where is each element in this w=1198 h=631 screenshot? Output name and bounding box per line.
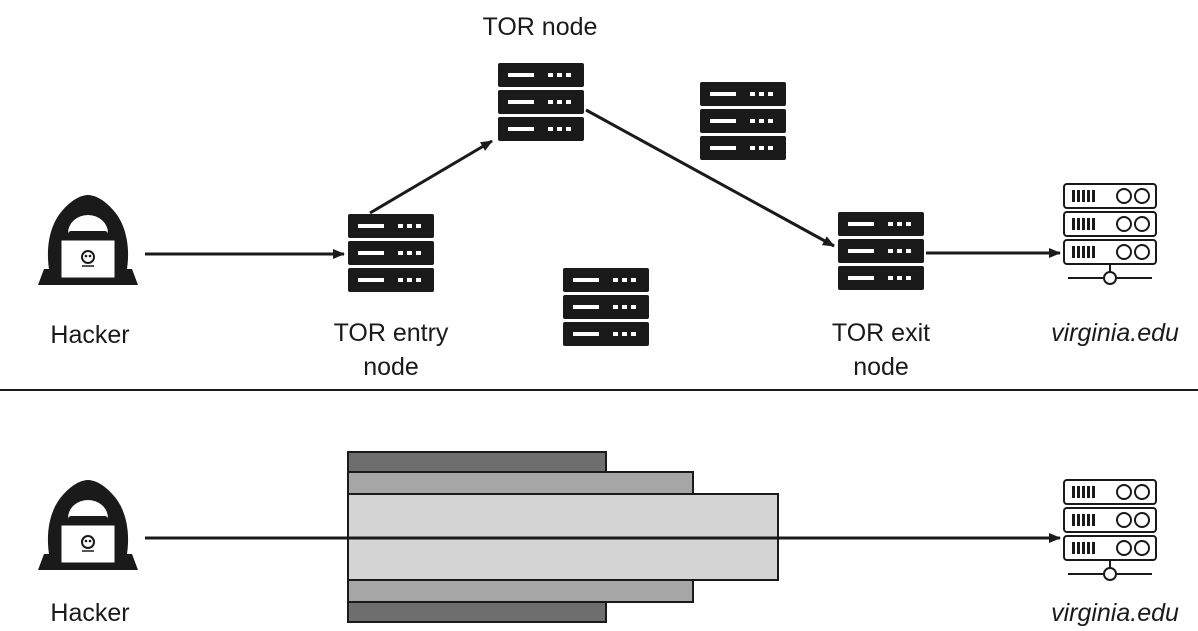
arrow-icon <box>369 139 493 215</box>
tor-idle-node-icon <box>700 82 786 160</box>
hacker-label: Hacker <box>50 599 130 627</box>
tor-entry-node-label-line1: TOR entry <box>333 319 449 347</box>
tor-node-label: TOR node <box>482 13 598 41</box>
arrow-icon <box>585 108 835 248</box>
hacker-label: Hacker <box>50 321 130 349</box>
tor-entry-node-icon <box>348 214 434 292</box>
destination-label: virginia.edu <box>1051 599 1179 627</box>
tor-middle-node-icon <box>498 63 584 141</box>
destination-label: virginia.edu <box>1051 319 1179 347</box>
hacker-icon <box>36 193 140 287</box>
tor-idle-node-icon <box>563 268 649 346</box>
web-server-icon <box>1063 183 1157 285</box>
web-server-icon <box>1063 479 1157 581</box>
hacker-icon <box>36 478 140 572</box>
tor-route-arrows <box>145 108 1061 259</box>
tor-exit-node-icon <box>838 212 924 290</box>
tor-exit-node-label-line1: TOR exit <box>831 319 931 347</box>
tor-exit-node-label-line2: node <box>853 353 909 381</box>
tor-entry-node-label-line2: node <box>363 353 419 381</box>
